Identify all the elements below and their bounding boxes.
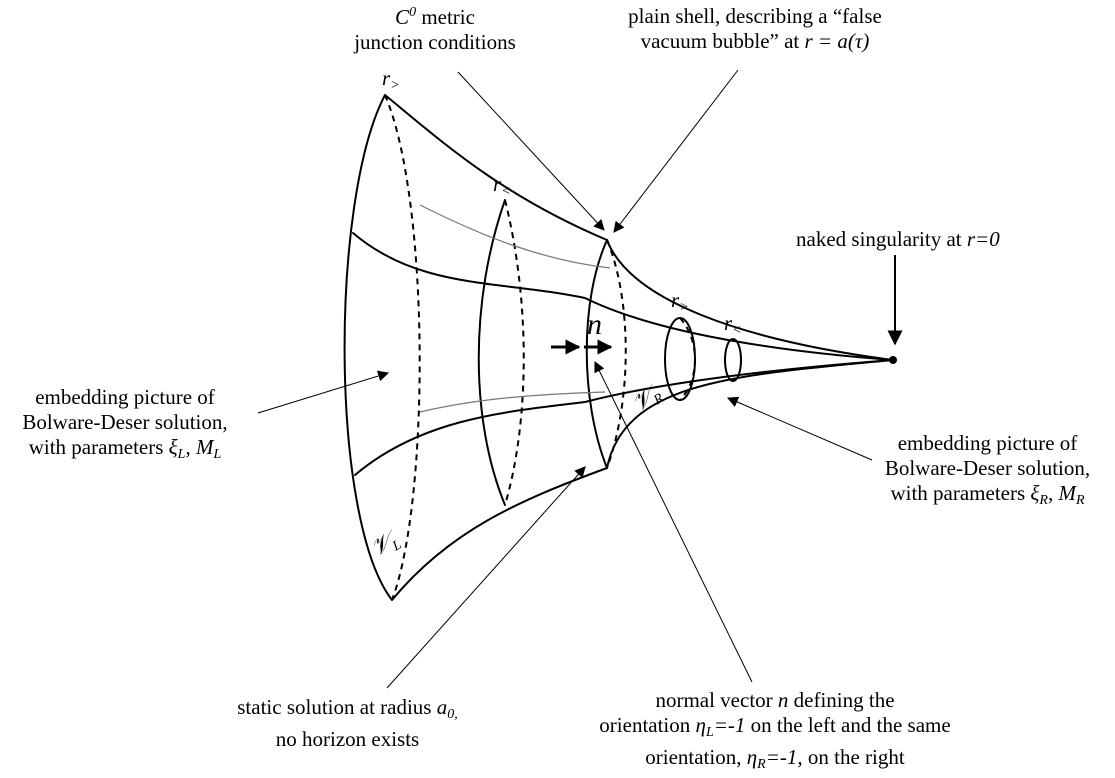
r-symbol: r bbox=[671, 288, 680, 312]
lt-sub: < bbox=[732, 323, 742, 338]
n-symbol: n bbox=[587, 308, 602, 341]
right-line3: with parameters bbox=[890, 481, 1031, 505]
eta-right-value: =-1, bbox=[765, 745, 803, 769]
naked-singularity-dot bbox=[889, 356, 897, 364]
naked-text: naked singularity at bbox=[796, 227, 967, 251]
right-line1: embedding picture of bbox=[897, 431, 1078, 455]
c0-line2: junction conditions bbox=[354, 30, 516, 54]
right-xi-sub: R bbox=[1039, 493, 1048, 508]
normal-line2a: orientation bbox=[599, 713, 696, 737]
shell-leader bbox=[613, 69, 739, 233]
left-upper-meridian bbox=[352, 232, 586, 299]
back-upper-meridian bbox=[419, 204, 611, 269]
left-mouth-back bbox=[384, 94, 421, 601]
static-leader bbox=[386, 466, 586, 689]
shell-radius-expr: r = a(τ) bbox=[804, 29, 870, 53]
normal-leader bbox=[594, 361, 753, 683]
static-a: a bbox=[436, 695, 448, 719]
left-embedding-label: embedding picture of Bolware-Deser solut… bbox=[22, 385, 228, 462]
right-embedding-leader bbox=[726, 396, 873, 461]
gt-sub: > bbox=[390, 78, 400, 93]
r-less-left: r< bbox=[493, 172, 511, 204]
shell-back bbox=[606, 239, 627, 469]
r-symbol: r bbox=[493, 172, 502, 196]
normal-n: n bbox=[777, 688, 789, 712]
c0-rest-text: metric bbox=[416, 5, 475, 29]
gt-sub: > bbox=[679, 300, 689, 315]
normal-line1a: normal vector bbox=[655, 688, 778, 712]
c0-leader bbox=[457, 71, 605, 231]
eta-right-symbol: η bbox=[746, 745, 758, 769]
left-throat-front bbox=[477, 199, 506, 506]
eta-left-sub: L bbox=[705, 725, 714, 740]
left-mouth-front bbox=[343, 94, 393, 601]
left-xi-sub: L bbox=[177, 447, 186, 462]
right-inner-ellipse bbox=[724, 338, 742, 382]
lt-sub: < bbox=[501, 184, 511, 199]
back-lower-meridian bbox=[419, 391, 606, 413]
r-greater-left: r> bbox=[382, 66, 400, 98]
eta-left-symbol: η bbox=[695, 713, 706, 737]
left-line1: embedding picture of bbox=[35, 385, 215, 409]
left-xi: ξ bbox=[168, 435, 178, 459]
static-a-sub: 0, bbox=[447, 707, 458, 722]
r-greater-right: r> bbox=[671, 288, 689, 320]
eta-right-sub: R bbox=[757, 757, 766, 772]
normal-line1b: defining the bbox=[788, 688, 895, 712]
c0-symbol: C bbox=[395, 5, 410, 29]
normal-line3a: orientation, bbox=[645, 745, 747, 769]
r-symbol: r bbox=[724, 311, 733, 335]
naked-singularity-label: naked singularity at r=0 bbox=[796, 227, 1000, 252]
eta-left-value: =-1 bbox=[713, 713, 746, 737]
r-less-right: r< bbox=[724, 311, 742, 343]
left-lower-meridian bbox=[354, 401, 586, 476]
left-line2: Bolware-Deser solution, bbox=[22, 410, 228, 434]
left-m: M bbox=[195, 435, 214, 459]
left-top-boundary bbox=[384, 94, 608, 241]
right-embedding-label: embedding picture of Bolware-Deser solut… bbox=[884, 431, 1091, 508]
static-line2: no horizon exists bbox=[275, 727, 420, 751]
r-symbol: r bbox=[382, 66, 391, 90]
right-lower-meridian bbox=[584, 359, 894, 403]
shell-line2a: vacuum bubble” at bbox=[640, 29, 805, 53]
right-line2: Bolware-Deser solution, bbox=[884, 456, 1091, 480]
static-line1: static solution at radius bbox=[237, 695, 437, 719]
c0-superscript: 0 bbox=[409, 5, 417, 20]
right-ellipse-hidden bbox=[679, 317, 696, 401]
right-top-boundary bbox=[606, 239, 894, 361]
normal-vector-label: normal vector n defining the orientation… bbox=[560, 688, 990, 777]
left-throat-back bbox=[504, 199, 525, 506]
c0-junction-label: C0 metric junction conditions bbox=[330, 0, 540, 55]
right-upper-meridian bbox=[584, 297, 894, 361]
plain-shell-label: plain shell, describing a “false vacuum … bbox=[590, 4, 920, 54]
naked-r0: r=0 bbox=[966, 227, 1000, 251]
static-solution-label: static solution at radius a0, no horizon… bbox=[215, 695, 480, 752]
left-m-sub: L bbox=[213, 447, 222, 462]
normal-line3c: on the right bbox=[802, 745, 905, 769]
right-xi: ξ bbox=[1030, 481, 1040, 505]
normal-line2b: on the left and the same bbox=[745, 713, 951, 737]
left-bottom-boundary bbox=[391, 467, 608, 601]
normal-vector-n: n bbox=[587, 310, 602, 340]
shell-line1: plain shell, describing a “false bbox=[628, 4, 882, 28]
left-line3: with parameters bbox=[28, 435, 169, 459]
shell-front bbox=[585, 239, 608, 469]
right-m-sub: R bbox=[1075, 493, 1085, 508]
left-embedding-leader bbox=[257, 370, 390, 414]
right-m: M bbox=[1058, 481, 1076, 505]
